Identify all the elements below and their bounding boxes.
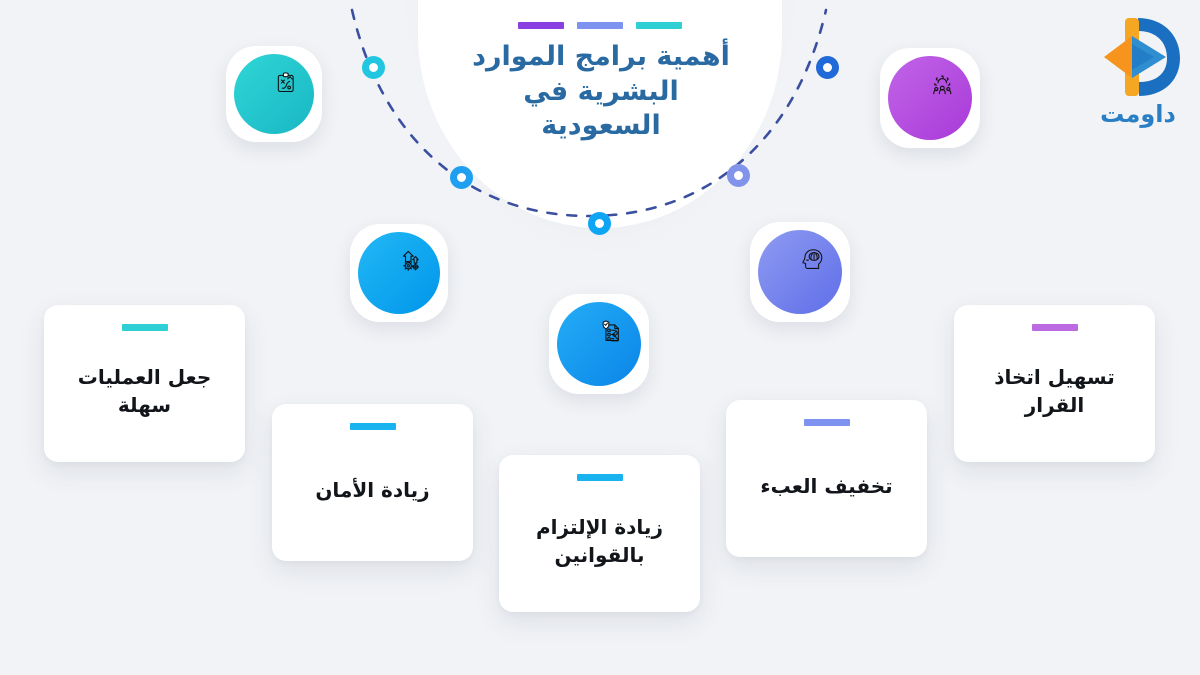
brand-mark-icon [1104,18,1180,96]
card-compliance[interactable]: زيادة الإلتزام بالقوانين [499,455,700,612]
card-accent-bar [576,474,623,481]
accent-bar-teal [636,22,682,29]
card-accent-bar [349,423,396,430]
brand-wordmark: داومت [1100,100,1176,128]
card-label: جعل العمليات سهلة [77,364,212,417]
head-brain-icon [776,248,823,295]
badge-disc [358,232,440,314]
card-accent-bar [803,419,850,426]
arc-node-3 [588,212,611,235]
card-label: تسهيل اتخاذ القرار [994,364,1115,417]
card-accent-bar [121,324,168,331]
gears-growth-icon [376,250,422,296]
card-decision-making[interactable]: تسهيل اتخاذ القرار [954,305,1155,462]
badge-disc [758,230,842,314]
badge-disc [888,56,972,140]
badge-efficiency[interactable] [350,224,448,322]
brand-logo: داومت [1086,14,1190,138]
badge-compliance[interactable] [549,294,649,394]
clipboard-strategy-icon [252,72,297,117]
card-label: زيادة الإلتزام بالقوانين [536,514,663,567]
page-title: أهمية برامج الموارد البشرية في السعودية [472,41,730,142]
badge-decision[interactable] [750,222,850,322]
arc-node-1 [362,56,385,79]
accent-bar-purple [518,22,564,29]
card-accent-bar [1031,324,1078,331]
badge-people[interactable] [880,48,980,148]
card-label: زيادة الأمان [315,477,430,502]
people-gear-icon [906,74,953,121]
badge-disc [557,302,641,386]
title-accent-bars [518,22,682,29]
arc-node-2 [450,166,473,189]
arc-node-5 [816,56,839,79]
arc-node-4 [727,164,750,187]
badge-strategy[interactable] [226,46,322,142]
card-security[interactable]: زيادة الأمان [272,404,473,561]
badge-disc [234,54,314,134]
accent-bar-blue [577,22,623,29]
card-reduce-burden[interactable]: تخفيف العبء [726,400,927,557]
card-easy-operations[interactable]: جعل العمليات سهلة [44,305,245,462]
card-label: تخفيف العبء [760,473,893,498]
legal-checklist-icon [575,320,622,367]
